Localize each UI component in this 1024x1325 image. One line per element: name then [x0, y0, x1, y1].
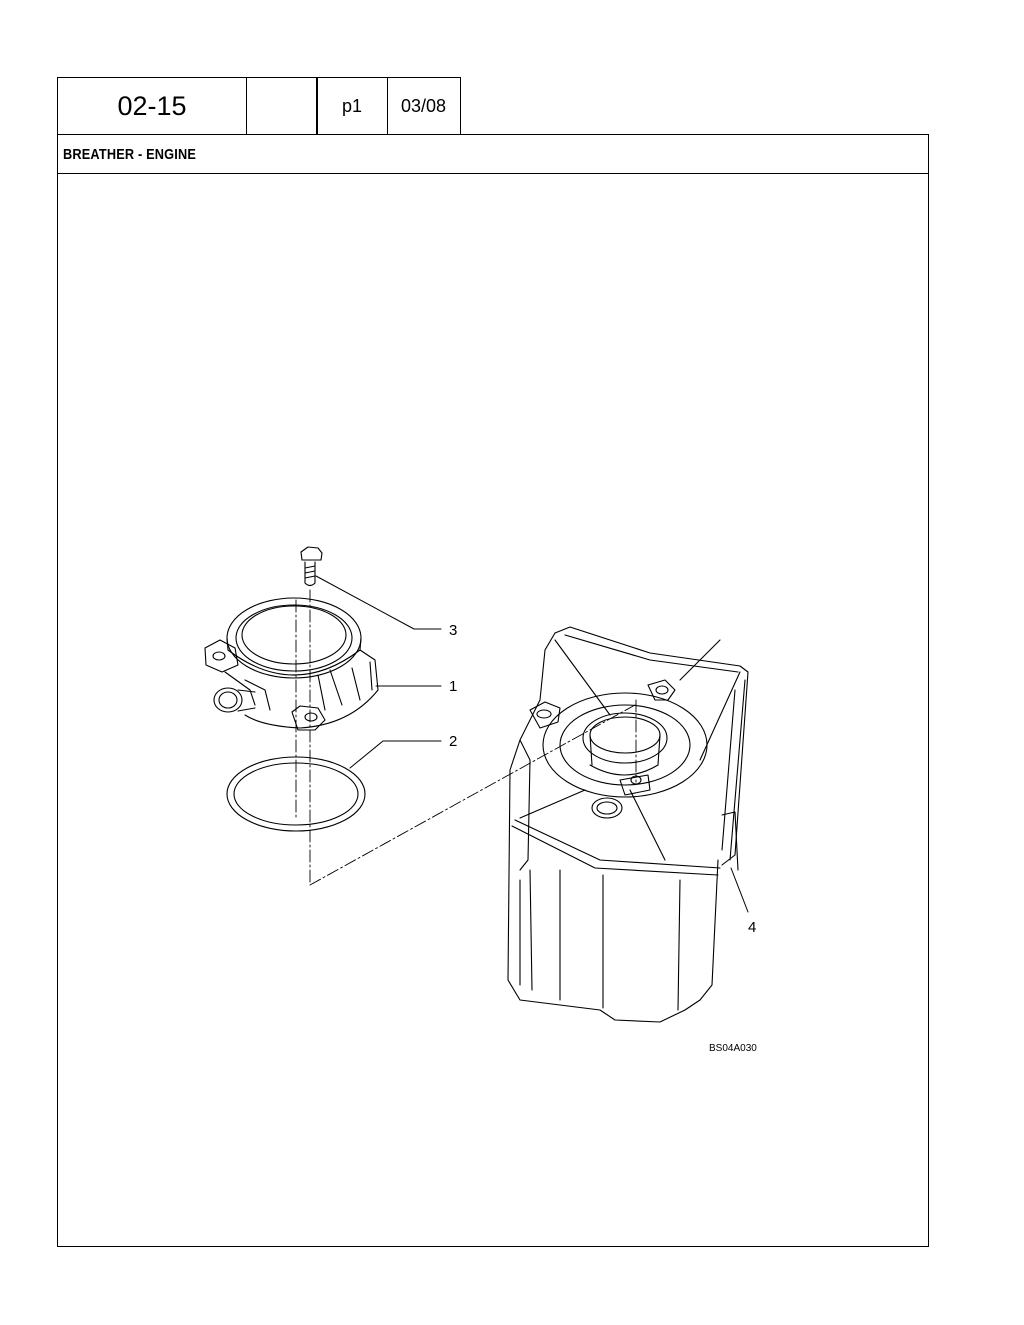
callout-4: 4 [748, 919, 756, 936]
title-bar: BREATHER - ENGINE [58, 135, 928, 174]
assembly-lines [295, 589, 637, 886]
header-row: 02-15 p1 03/08 [57, 77, 461, 134]
callout-1: 1 [449, 678, 457, 695]
leader-lines [315, 575, 749, 913]
header-blank-cell [245, 77, 318, 134]
page-number: p1 [316, 77, 388, 134]
callout-3: 3 [449, 622, 457, 639]
section-number: 02-15 [57, 77, 247, 134]
drawing-frame: BREATHER - ENGINE [57, 134, 929, 1247]
bolt-drawing [300, 546, 323, 587]
breather-cover-drawing [204, 597, 379, 731]
drawing-reference-code: BS04A030 [709, 1043, 757, 1054]
page-title: BREATHER - ENGINE [63, 145, 196, 163]
callout-2: 2 [449, 733, 457, 750]
revision-date: 03/08 [386, 77, 461, 134]
engine-housing-drawing [507, 626, 749, 1023]
